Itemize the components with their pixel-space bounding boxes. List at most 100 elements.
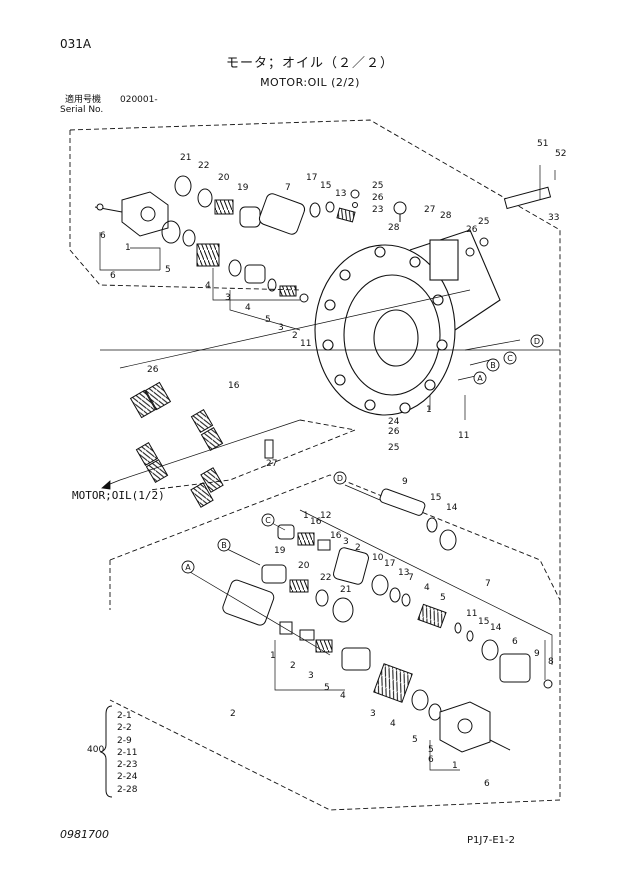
callout-2c: 2	[290, 661, 296, 671]
lower-group-outline	[109, 474, 561, 811]
marker-c-lower	[261, 513, 275, 527]
marker-b-lower	[217, 538, 231, 552]
callout-22: 22	[198, 161, 209, 171]
upper-callouts: 21 22 20 19 7 17 15 13 25 26 23 27 28 51…	[100, 139, 566, 469]
callout-16: 16	[228, 381, 240, 391]
marker-a-upper	[473, 371, 487, 385]
marker-c-upper-label: C	[507, 354, 513, 363]
page-title-jp: モータ；オイル（２／２）	[225, 56, 394, 71]
circle-markers	[181, 334, 544, 574]
callout-3c: 3	[343, 537, 349, 547]
kit-bracket	[99, 705, 113, 798]
marker-b-upper-label: B	[490, 361, 496, 370]
kit-item: 2-23	[117, 760, 138, 771]
callout-6c: 6	[512, 637, 518, 647]
callout-51: 51	[537, 139, 548, 149]
kit-quantity: 400	[87, 745, 105, 755]
callout-19b: 19	[274, 546, 286, 556]
upper-parts-chain	[161, 175, 552, 303]
callout-3d: 3	[308, 671, 314, 681]
callout-1d: 1	[270, 651, 276, 661]
callout-20: 20	[218, 173, 230, 183]
callout-11: 11	[300, 339, 311, 349]
callout-10: 10	[372, 553, 384, 563]
page-title: MOTOR:OIL (2/2)	[260, 76, 360, 89]
marker-d-lower	[333, 471, 347, 485]
callout-6e: 6	[484, 779, 490, 789]
marker-b-lower-label: B	[221, 541, 227, 550]
marker-d-lower-label: D	[337, 474, 343, 483]
marker-a-lower	[181, 560, 195, 574]
callout-5e: 5	[412, 735, 418, 745]
callout-13b: 13	[398, 568, 409, 578]
kit-item-list: 2-1 2-2 2-9 2-11 2-23 2-24 2-28	[117, 710, 137, 796]
document-id: 0981700	[60, 828, 109, 841]
callout-5c: 5	[440, 593, 446, 603]
callout-14: 14	[446, 503, 458, 513]
callout-5d: 5	[324, 683, 330, 693]
page-id: 031A	[60, 37, 92, 51]
kit-item: 2-9	[117, 735, 132, 746]
kit-item: 2-24	[117, 772, 138, 783]
callout-27b: 27	[266, 459, 277, 469]
callout-11b: 11	[458, 431, 469, 441]
motor-oil-reference: MOTOR;OIL(1/2)	[72, 489, 165, 502]
callout-15: 15	[320, 181, 331, 191]
callout-6d: 6	[428, 755, 434, 765]
callout-5: 5	[165, 265, 171, 275]
callout-5f: 5	[428, 745, 434, 755]
callout-25c: 25	[388, 443, 399, 453]
callout-25: 25	[372, 181, 383, 191]
callout-7: 7	[285, 183, 291, 193]
callout-7b: 7	[408, 573, 414, 583]
kit-item: 2-2	[117, 723, 132, 734]
callout-14b: 14	[490, 623, 502, 633]
marker-d-upper	[530, 334, 544, 348]
serial-label: Serial No.	[60, 105, 104, 115]
callout-52: 52	[555, 149, 566, 159]
marker-c-upper	[503, 351, 517, 365]
lower-leader-lines	[189, 484, 553, 771]
lower-callouts: 9 15 14 1 16 12 16 3 2 19 20 22 21 10 17…	[230, 477, 554, 789]
callout-28b: 28	[388, 223, 400, 233]
callout-17b: 17	[384, 559, 395, 569]
callout-2: 2	[292, 331, 298, 341]
upper-group-outline	[69, 119, 561, 600]
sheet-id: P1J7-E1-2	[467, 835, 515, 846]
callout-1: 1	[125, 243, 131, 253]
callout-21b: 21	[340, 585, 351, 595]
callout-12: 12	[320, 511, 331, 521]
callout-16c: 16	[330, 531, 342, 541]
marker-a-upper-label: A	[477, 374, 483, 383]
callout-1c: 1	[303, 511, 309, 521]
callout-26b: 26	[466, 225, 478, 235]
callout-7c: 7	[485, 579, 491, 589]
callout-2b: 2	[355, 543, 361, 553]
marker-d-upper-label: D	[534, 337, 540, 346]
callout-13: 13	[335, 189, 346, 199]
reference-arrow	[101, 479, 121, 490]
callout-15c: 15	[478, 617, 489, 627]
callout-1b: 1	[426, 405, 432, 415]
kit-item: 2-11	[117, 747, 138, 758]
callout-4: 4	[205, 281, 211, 291]
lower-parts-chains	[222, 488, 553, 753]
callout-20b: 20	[298, 561, 310, 571]
callout-3: 3	[225, 293, 231, 303]
callout-21: 21	[180, 153, 191, 163]
marker-c-lower-label: C	[265, 516, 271, 525]
loose-springs	[129, 381, 274, 508]
callout-33: 33	[548, 213, 559, 223]
callout-9: 9	[402, 477, 408, 487]
callout-26c: 26	[147, 365, 159, 375]
serial-value: 020001-	[120, 95, 158, 105]
callout-3b: 3	[278, 323, 284, 333]
callout-3e: 3	[370, 709, 376, 719]
callout-8: 8	[548, 657, 554, 667]
callout-25b: 25	[478, 217, 489, 227]
callout-4c: 4	[424, 583, 430, 593]
callout-6: 6	[100, 231, 106, 241]
motor-housing	[314, 229, 501, 416]
valve-cover-upper	[94, 191, 169, 237]
callout-26: 26	[372, 193, 384, 203]
